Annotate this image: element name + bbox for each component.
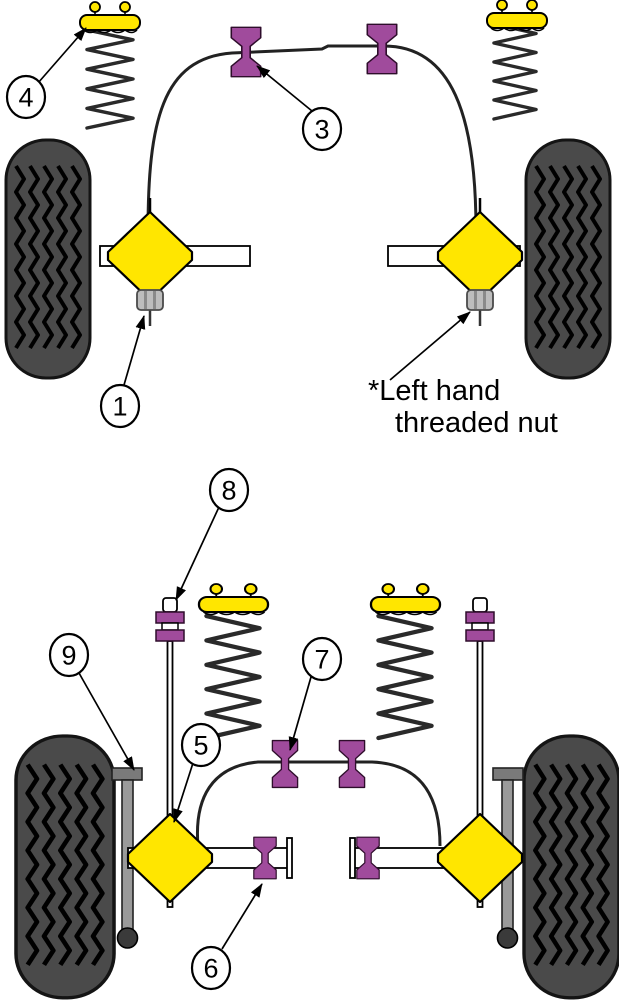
callout-8-circle	[208, 467, 250, 513]
front-right-tire	[524, 138, 612, 380]
callout-5-label: 5	[193, 731, 208, 761]
callout-5-arrow	[173, 762, 194, 823]
rear-right-coil-spring	[378, 616, 431, 738]
rear-callouts: 8 9 5 7 6	[48, 467, 343, 991]
callout-4-arrow	[37, 27, 87, 84]
callout-8-arrow	[175, 506, 220, 601]
front-left-coil-spring	[85, 28, 135, 130]
rear-right-rod-end-plate	[349, 837, 356, 879]
rear-left-shock-top-bushing	[155, 597, 185, 642]
rear-arb-bushing-right	[338, 739, 366, 789]
callout-7-label: 7	[314, 645, 329, 675]
callout-7-arrow	[288, 676, 312, 751]
callout-9-label: 9	[61, 641, 76, 671]
front-right-top-mount	[486, 0, 548, 32]
callout-9-arrow	[78, 672, 135, 771]
front-suspension	[4, 0, 612, 380]
callout-7-circle	[301, 636, 343, 682]
callout-1-label: 1	[112, 392, 127, 422]
front-anti-roll-bar	[146, 44, 478, 233]
bolt-bracket	[111, 767, 143, 781]
bolt-head	[496, 927, 519, 949]
front-callouts: 4 3 1 *Left hand threaded nut	[5, 27, 558, 439]
callout-4-circle	[5, 74, 47, 120]
rear-right-top-mount	[369, 582, 442, 616]
rear-arb-bushing-left	[271, 739, 299, 789]
front-left-tire	[4, 138, 92, 380]
callout-9-circle	[48, 632, 90, 678]
callout-3-circle	[301, 106, 343, 152]
front-right-coil-spring	[492, 22, 538, 121]
note-line-1: *Left hand	[368, 375, 500, 407]
callout-5-circle	[180, 722, 222, 768]
bolt-head	[116, 927, 139, 949]
front-left-arm-bushing	[106, 210, 194, 302]
bolt-bracket	[492, 767, 524, 781]
callout-4-label: 4	[18, 83, 33, 113]
callout-1-arrow	[123, 315, 146, 386]
callout-3-arrow	[256, 65, 313, 112]
front-right-lock-nut	[465, 288, 495, 328]
rear-left-arm-bushing	[126, 812, 214, 904]
front-right-arm-bushing	[436, 210, 524, 302]
rear-right-shock-top-bushing	[465, 597, 495, 642]
note-arrow	[389, 311, 471, 381]
callout-6-circle	[190, 945, 232, 991]
rear-left-tire	[16, 736, 114, 998]
callout-6-arrow	[221, 883, 263, 950]
front-arb-bushing-right	[366, 23, 398, 75]
rear-left-coil-spring	[206, 616, 259, 738]
callout-1-circle	[99, 383, 141, 429]
rear-suspension	[16, 582, 619, 998]
rear-right-tire	[524, 736, 619, 998]
front-left-top-mount	[79, 1, 141, 34]
front-left-lock-nut	[135, 288, 165, 328]
rear-left-top-mount	[197, 582, 270, 616]
callout-8-label: 8	[221, 476, 236, 506]
callout-3-label: 3	[314, 115, 329, 145]
callout-6-label: 6	[203, 954, 218, 984]
rear-anti-roll-bar	[195, 760, 442, 847]
note-line-2: threaded nut	[395, 407, 558, 439]
rear-left-rod-end-plate	[286, 837, 293, 879]
